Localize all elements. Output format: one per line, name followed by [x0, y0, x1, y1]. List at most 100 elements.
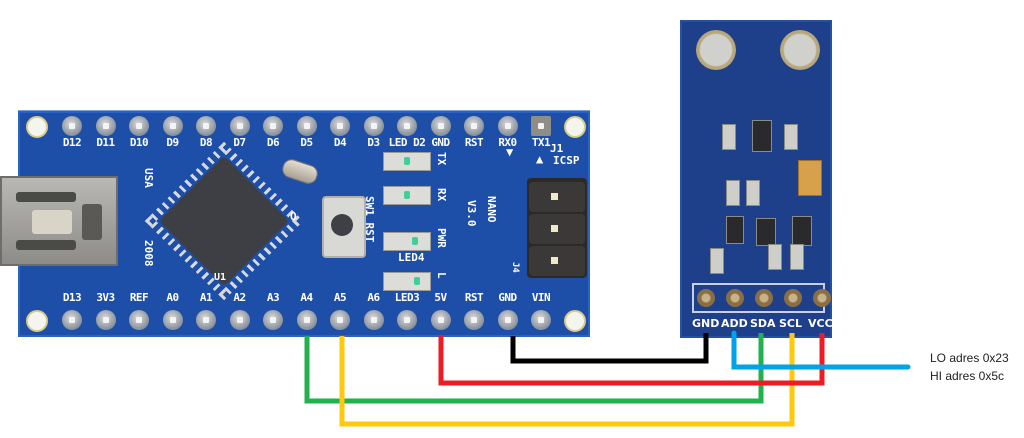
bottom-pin [296, 310, 317, 330]
silk-j1: J1 [550, 142, 564, 155]
top-pin [363, 116, 384, 136]
bottom-pin [330, 310, 350, 330]
top-pin [397, 116, 417, 136]
bottom-pin [497, 310, 518, 330]
sensor-ic [752, 120, 772, 152]
top-pin-label: LED D2 [388, 136, 426, 149]
reset-button[interactable] [322, 196, 366, 258]
sensor-pin-label: GND [692, 317, 720, 330]
bottom-pin [129, 310, 149, 330]
top-pin-label: GND [431, 136, 450, 149]
top-pin [162, 116, 183, 136]
sensor-pin-label: SCL [779, 317, 803, 330]
smd-resistor [784, 124, 798, 150]
triangle-up-icon: ▲ [536, 152, 544, 166]
usb-slot [16, 192, 76, 202]
bottom-pin-label: VIN [531, 291, 551, 304]
top-pin [95, 116, 116, 136]
top-pin-label: D6 [266, 136, 280, 149]
bottom-pin-label: A0 [166, 291, 179, 304]
top-pin-label: D9 [166, 136, 179, 149]
bottom-pin [162, 310, 183, 330]
top-pin-label: D3 [367, 136, 380, 149]
wire-add-blue [731, 330, 911, 370]
bottom-pin-label: A1 [199, 291, 213, 304]
bottom-pin-label: LED3 [394, 291, 420, 304]
top-pin [62, 116, 82, 136]
light-sensor-module [680, 20, 832, 338]
bottom-pin-label: A2 [233, 291, 246, 304]
bottom-pin-label: D13 [62, 291, 82, 304]
top-pin [296, 116, 317, 136]
tantalum-capacitor [798, 160, 822, 196]
note-lo-address: LO adres 0x23 [930, 351, 1009, 365]
smd-resistor [710, 248, 724, 274]
top-pin [330, 116, 350, 136]
bottom-pin [62, 310, 82, 330]
smd-resistor [746, 180, 760, 206]
led-rx [383, 186, 431, 205]
bottom-pin [430, 310, 451, 330]
wire-scl-yellow [339, 333, 795, 427]
top-pin [229, 116, 250, 136]
triangle-down-icon: ▼ [506, 145, 514, 159]
bottom-pin [229, 310, 250, 330]
sensor-pin [726, 289, 744, 307]
mounting-hole [26, 116, 48, 138]
bottom-pin-label: 3V3 [96, 291, 115, 304]
bottom-pin [397, 310, 417, 330]
led-tx [383, 152, 431, 171]
top-pin-label: D11 [96, 136, 115, 149]
bottom-pin-label: GND [498, 291, 517, 304]
top-pin [263, 116, 283, 136]
smd-resistor [790, 244, 804, 270]
top-pin-label: RST [464, 136, 484, 149]
wire-gnd-black [510, 333, 709, 364]
mounting-hole [564, 116, 586, 138]
smd-transistor [756, 218, 776, 246]
bottom-pin-label: A5 [333, 291, 347, 304]
top-pin-label: D10 [129, 136, 149, 149]
bottom-pin-label: A3 [266, 291, 280, 304]
sensor-pin [784, 289, 802, 307]
sensor-mounting-hole [696, 30, 736, 70]
sensor-pin-label: SDA [750, 317, 776, 330]
top-pin-label: D5 [300, 136, 313, 149]
icsp-header [527, 178, 587, 278]
usb-slot [16, 240, 76, 250]
bottom-pin-label: 5V [434, 291, 447, 304]
bottom-pin [363, 310, 384, 330]
top-pin [464, 116, 484, 136]
smd-transistor [726, 216, 744, 244]
top-pin [531, 116, 551, 136]
top-pin [129, 116, 149, 136]
bottom-pin-label: A6 [367, 291, 380, 304]
bottom-pin [196, 310, 216, 330]
usb-slot [82, 204, 102, 240]
top-pin-label: D7 [233, 136, 246, 149]
top-pin-label: RX0 [498, 136, 517, 149]
top-pin [196, 116, 216, 136]
wire-vcc-red [438, 333, 825, 386]
smd-resistor [726, 180, 740, 206]
mini-usb-connector [0, 176, 118, 266]
top-pin-label: D8 [199, 136, 213, 149]
silk-icsp: ICSP [553, 154, 580, 167]
silk-u1: U1 [214, 272, 227, 283]
usb-tongue [32, 210, 72, 234]
sensor-pin-label: VCC [808, 317, 833, 330]
icsp-pin-row [529, 214, 585, 244]
sensor-pin [813, 289, 831, 307]
mounting-hole [26, 310, 48, 332]
note-hi-address: HI adres 0x5c [930, 369, 1005, 383]
reset-button-cap[interactable] [331, 214, 353, 236]
silk-led4: LED4 [398, 251, 425, 264]
bottom-pin [531, 310, 551, 330]
top-pin-label: D12 [62, 136, 82, 149]
icsp-pin-row [529, 182, 585, 212]
top-pin-label: TX1 [531, 136, 551, 149]
bottom-pin [464, 310, 484, 330]
bottom-pin [263, 310, 283, 330]
icsp-pin-row [529, 246, 585, 276]
